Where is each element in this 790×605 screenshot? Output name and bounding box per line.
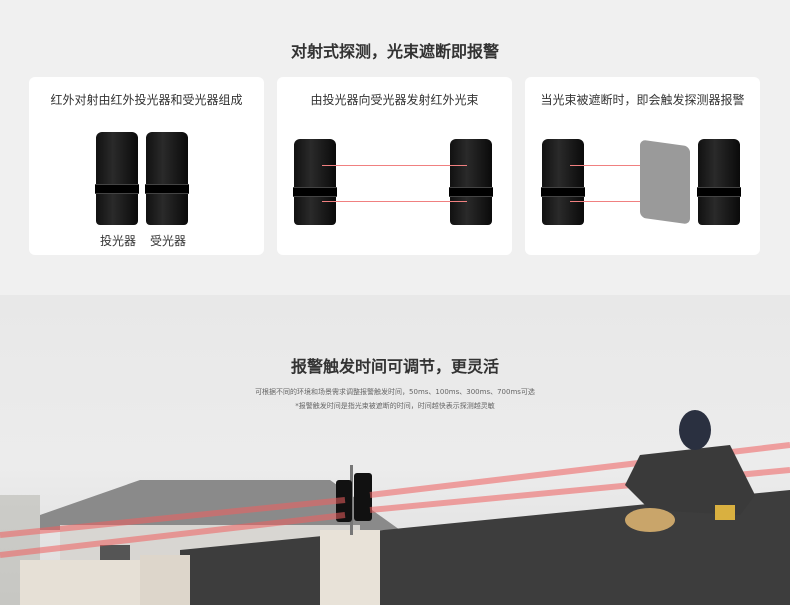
- description-line: 可根据不同的环境和场景需求调整报警触发时间，50ms、100ms、300ms、7…: [255, 388, 535, 396]
- pillar: [320, 530, 380, 605]
- section-title: 对射式探测，光束遮断即报警: [290, 42, 499, 61]
- card-emission: 由投光器向受光器发射红外光束: [277, 77, 512, 255]
- card-caption: 由投光器向受光器发射红外光束: [310, 93, 479, 107]
- card-caption: 当光束被遮断时，即会触发探测器报警: [540, 93, 745, 107]
- receiver-image: [145, 132, 189, 225]
- infrared-beam: [322, 201, 467, 202]
- obstacle-panel: [640, 139, 690, 225]
- footnote-line: *报警触发时间是指光束被遮断的时间，时间越快表示探测越灵敏: [295, 402, 495, 410]
- infrared-beam: [570, 165, 642, 166]
- infrared-beam: [322, 165, 467, 166]
- infrared-beam: [570, 201, 642, 202]
- section-beam-principle: 对射式探测，光束遮断即报警 红外对射由红外投光器和受光器组成 投光器 受光器 由…: [0, 0, 790, 295]
- section-trigger-time: 报警触发时间可调节，更灵活 可根据不同的环境和场景需求调整报警触发时间，50ms…: [0, 295, 790, 605]
- transmitter-image: [95, 132, 139, 225]
- receiver-image: [449, 139, 493, 225]
- card-components: 红外对射由红外投光器和受光器组成 投光器 受光器: [29, 77, 264, 255]
- intruder-figure: [625, 410, 755, 532]
- transmitter-image: [293, 139, 337, 225]
- intrusion-scene-illustration: [0, 410, 790, 605]
- sensor-device: [354, 473, 372, 521]
- pillar: [140, 555, 190, 605]
- receiver-image: [697, 139, 741, 225]
- receiver-label: 受光器: [150, 234, 187, 248]
- transmitter-label: 投光器: [100, 234, 137, 248]
- card-interruption: 当光束被遮断时，即会触发探测器报警: [525, 77, 760, 255]
- card-caption: 红外对射由红外投光器和受光器组成: [50, 93, 243, 107]
- section-title: 报警触发时间可调节，更灵活: [290, 357, 499, 376]
- transmitter-image: [541, 139, 585, 225]
- pillar: [20, 560, 140, 605]
